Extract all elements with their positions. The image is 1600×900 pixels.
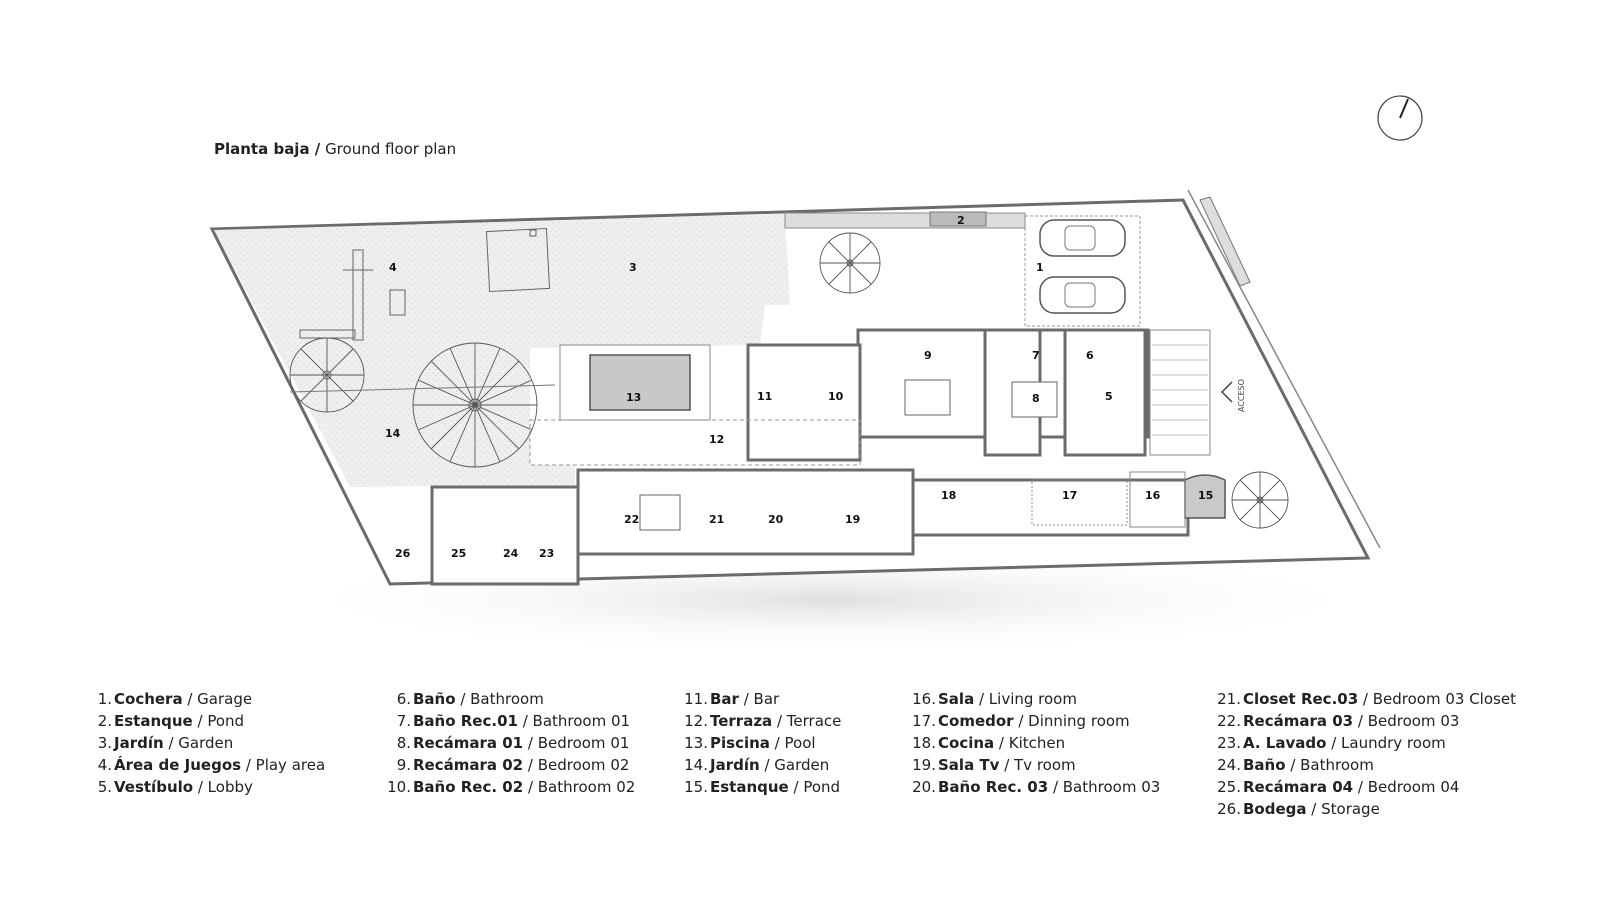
legend-item: 16.Sala / Living room <box>912 690 1077 708</box>
legend-item: 11.Bar / Bar <box>684 690 780 708</box>
room-number: 24 <box>503 547 519 560</box>
legend-item: 18.Cocina / Kitchen <box>912 734 1066 752</box>
pool <box>589 354 691 411</box>
room-number: 5 <box>1105 390 1113 403</box>
room-number: 14 <box>385 427 401 440</box>
room-number: 16 <box>1145 489 1161 502</box>
living-furniture <box>1129 471 1186 528</box>
room-number: 11 <box>757 390 772 403</box>
bed-icon <box>1011 381 1058 418</box>
room-number: 2 <box>957 214 965 227</box>
garden-area <box>214 214 790 487</box>
room-number: 21 <box>709 513 724 526</box>
legend-item: 9.Recámara 02 / Bedroom 02 <box>396 756 630 774</box>
legend-column-1: 1.Cochera / Garage 2.Estanque / Pond 3.J… <box>96 688 325 798</box>
legend-item: 21.Closet Rec.03 / Bedroom 03 Closet <box>1217 690 1516 708</box>
room-number: 3 <box>629 261 637 274</box>
room-number: 25 <box>451 547 466 560</box>
legend-column-4: 16.Sala / Living room 17.Comedor / Dinni… <box>908 688 1160 798</box>
room-number: 12 <box>709 433 724 446</box>
room-number: 4 <box>389 261 397 274</box>
legend-item: 23.A. Lavado / Laundry room <box>1217 734 1446 752</box>
legend-item: 3.Jardín / Garden <box>97 734 234 752</box>
street-line <box>1187 189 1381 549</box>
legend-item: 26.Bodega / Storage <box>1217 800 1380 818</box>
legend-item: 25.Recámara 04 / Bedroom 04 <box>1217 778 1460 796</box>
play-structure-icon <box>299 249 406 341</box>
room-number: 18 <box>941 489 956 502</box>
room-number: 26 <box>395 547 411 560</box>
garden-lamp-icon <box>529 229 537 237</box>
garden-sculpture <box>485 227 551 293</box>
house-walls <box>430 328 1190 586</box>
legend-item: 7.Baño Rec.01 / Bathroom 01 <box>396 712 631 730</box>
entrance-slats <box>1152 344 1208 436</box>
legend-item: 22.Recámara 03 / Bedroom 03 <box>1217 712 1460 730</box>
room-number: 15 <box>1198 489 1213 502</box>
garden-path <box>289 384 556 393</box>
tree-icon <box>289 337 365 413</box>
tree-icon <box>1231 471 1289 529</box>
room-numbers: 1 2 3 4 5 6 7 8 9 10 11 12 13 14 15 16 1… <box>385 214 1213 560</box>
pond-2-box <box>929 211 987 227</box>
legend-item: 17.Comedor / Dinning room <box>912 712 1130 730</box>
legend-item: 5.Vestíbulo / Lobby <box>97 778 253 796</box>
legend-item: 1.Cochera / Garage <box>97 690 253 708</box>
legend-item: 8.Recámara 01 / Bedroom 01 <box>396 734 630 752</box>
room-number: 20 <box>768 513 784 526</box>
room-number: 1 <box>1036 261 1044 274</box>
north-arrow-icon <box>1377 95 1423 141</box>
legend-item: 15.Estanque / Pond <box>684 778 841 796</box>
pond-strip <box>784 212 1026 229</box>
room-number: 22 <box>624 513 639 526</box>
tree-icon <box>412 342 538 468</box>
room-number: 7 <box>1032 349 1040 362</box>
legend-item: 12.Terraza / Terrace <box>684 712 842 730</box>
entrance-canopy <box>1149 329 1211 456</box>
legend-item: 20.Baño Rec. 03 / Bathroom 03 <box>912 778 1161 796</box>
car-icon <box>1039 276 1126 314</box>
room-number: 6 <box>1086 349 1094 362</box>
plan-title: Planta baja / Ground floor plan <box>214 140 456 158</box>
street-planter <box>1199 196 1251 287</box>
legend-column-3: 11.Bar / Bar 12.Terraza / Terrace 13.Pis… <box>680 688 841 798</box>
room-number: 13 <box>626 391 641 404</box>
garage-area <box>1024 215 1141 327</box>
legend-item: 10.Baño Rec. 02 / Bathroom 02 <box>387 778 636 796</box>
room-number: 23 <box>539 547 554 560</box>
legend-column-2: 6.Baño / Bathroom 7.Baño Rec.01 / Bathro… <box>383 688 635 798</box>
car-icon <box>1039 219 1126 257</box>
room-number: 17 <box>1062 489 1077 502</box>
legend-item: 2.Estanque / Pond <box>97 712 245 730</box>
pond-15 <box>1184 474 1226 519</box>
legend-item: 6.Baño / Bathroom <box>396 690 544 708</box>
room-number: 19 <box>845 513 860 526</box>
legend-item: 4.Área de Juegos / Play area <box>97 756 326 774</box>
plan-title-es: Planta baja / <box>214 140 321 158</box>
legend-item: 19.Sala Tv / Tv room <box>912 756 1076 774</box>
acceso-label: ACCESO <box>1237 379 1246 412</box>
plan-title-en: Ground floor plan <box>325 140 457 158</box>
room-number: 9 <box>924 349 932 362</box>
legend-item: 14.Jardín / Garden <box>684 756 830 774</box>
bed-icon <box>639 494 681 531</box>
legend-item: 24.Baño / Bathroom <box>1217 756 1374 774</box>
room-number: 10 <box>828 390 844 403</box>
room-number: 8 <box>1032 392 1040 405</box>
dining-table <box>1031 479 1128 526</box>
legend-item: 13.Piscina / Pool <box>684 734 816 752</box>
legend-column-5: 21.Closet Rec.03 / Bedroom 03 Closet 22.… <box>1213 688 1516 820</box>
bed-icon <box>904 379 951 416</box>
access-chevron-icon <box>1220 381 1233 403</box>
tree-icon <box>819 232 881 294</box>
